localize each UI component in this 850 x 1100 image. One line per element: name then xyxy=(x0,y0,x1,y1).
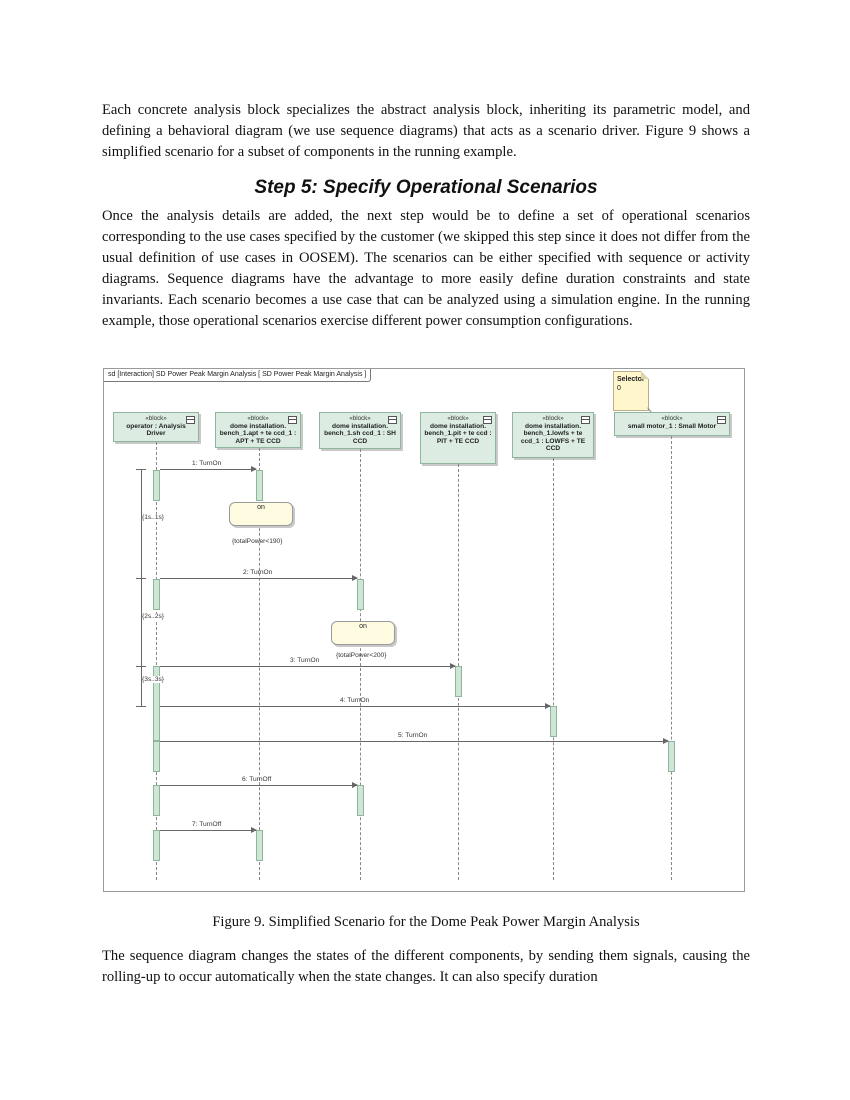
block-icon xyxy=(483,416,492,424)
lifeline-name: dome installation. bench_1.pit + te ccd … xyxy=(424,422,492,445)
message-label: 6: TurnOff xyxy=(242,776,272,783)
duration-label: {1s..1s} xyxy=(142,514,164,521)
message-label: 7: TurnOff xyxy=(192,821,222,828)
intro-paragraph: Each concrete analysis block specializes… xyxy=(102,102,750,160)
duration-tick xyxy=(136,706,146,707)
lifeline-operator xyxy=(156,442,157,880)
section-heading: Step 5: Specify Operational Scenarios xyxy=(254,177,598,198)
figure-caption: Figure 9. Simplified Scenario for the Do… xyxy=(212,914,640,930)
activation-bar xyxy=(153,785,160,816)
lifeline-name: dome installation. bench_1.apt + te ccd_… xyxy=(219,422,297,445)
stereotype-label: «block» xyxy=(349,415,371,422)
note-value: 0 xyxy=(617,385,621,392)
stereotype-label: «block» xyxy=(661,415,683,422)
lifeline-head-pit-te-ccd[interactable]: «block» dome installation. bench_1.pit +… xyxy=(420,412,496,464)
message-label: 3: TurnOn xyxy=(290,657,320,664)
constraint-label: {totalPower<190} xyxy=(232,538,283,545)
activation-bar xyxy=(357,785,364,816)
message-arrow xyxy=(160,782,358,788)
activation-bar xyxy=(256,470,263,501)
block-icon xyxy=(186,416,195,424)
block-icon xyxy=(717,416,726,424)
activation-bar xyxy=(256,830,263,861)
message-arrow xyxy=(160,738,669,744)
selector-note: Selector 0 xyxy=(613,371,649,411)
lifeline-head-sh-ccd[interactable]: «block» dome installation. bench_1.sh cc… xyxy=(319,412,401,449)
lifeline-head-operator[interactable]: «block» operator : Analysis Driver xyxy=(113,412,199,442)
stereotype-label: «block» xyxy=(145,415,167,422)
activation-bar xyxy=(455,666,462,697)
message-arrow xyxy=(160,663,456,669)
duration-label: {2s..2s} xyxy=(142,613,164,620)
activation-bar xyxy=(668,741,675,772)
duration-constraint-line xyxy=(141,469,142,706)
message-label: 5: TurnOn xyxy=(398,732,428,739)
message-arrow xyxy=(160,703,551,709)
duration-tick xyxy=(136,469,146,470)
lifeline-lowfs-te-ccd xyxy=(553,458,554,880)
lifeline-name: small motor_1 : Small Motor xyxy=(627,422,717,430)
message-arrow xyxy=(160,827,257,833)
lifeline-name: dome installation. bench_1.lowfs + te cc… xyxy=(520,422,586,453)
activation-bar xyxy=(153,666,160,741)
activation-bar xyxy=(550,706,557,737)
message-label: 1: TurnOn xyxy=(192,460,222,467)
activation-bar xyxy=(153,741,160,772)
sequence-diagram-figure: sd [Interaction] SD Power Peak Margin An… xyxy=(103,368,745,892)
constraint-label: {totalPower<200} xyxy=(336,652,387,659)
duration-tick xyxy=(136,578,146,579)
block-icon xyxy=(288,416,297,424)
lifeline-head-lowfs-te-ccd[interactable]: «block» dome installation. bench_1.lowfs… xyxy=(512,412,594,458)
stereotype-label: «block» xyxy=(542,415,564,422)
stereotype-label: «block» xyxy=(247,415,269,422)
state-invariant: on xyxy=(331,621,395,645)
block-icon xyxy=(388,416,397,424)
message-arrow xyxy=(160,466,257,472)
message-label: 2: TurnOn xyxy=(243,569,273,576)
stereotype-label: «block» xyxy=(447,415,469,422)
duration-tick xyxy=(136,666,146,667)
lifeline-head-apt-te-ccd[interactable]: «block» dome installation. bench_1.apt +… xyxy=(215,412,301,448)
message-label: 4: TurnOn xyxy=(340,697,370,704)
step5-paragraph: Once the analysis details are added, the… xyxy=(102,208,750,329)
block-icon xyxy=(581,416,590,424)
message-arrow xyxy=(160,575,358,581)
note-name: Selector xyxy=(617,376,645,383)
lifeline-name: operator : Analysis Driver xyxy=(126,422,186,438)
activation-bar xyxy=(153,579,160,610)
activation-bar xyxy=(153,830,160,861)
lifeline-sh-ccd xyxy=(360,449,361,880)
lifeline-small-motor xyxy=(671,436,672,880)
diagram-frame-label: sd [Interaction] SD Power Peak Margin An… xyxy=(104,369,372,382)
closing-paragraph: The sequence diagram changes the states … xyxy=(102,948,750,985)
lifeline-head-small-motor[interactable]: «block» small motor_1 : Small Motor xyxy=(614,412,730,436)
duration-label: {3s..3s} xyxy=(142,676,164,683)
lifeline-apt-te-ccd xyxy=(259,448,260,880)
activation-bar xyxy=(357,579,364,610)
activation-bar xyxy=(153,470,160,501)
lifeline-name: dome installation. bench_1.sh ccd_1 : SH… xyxy=(324,422,396,445)
state-invariant: on xyxy=(229,502,293,526)
